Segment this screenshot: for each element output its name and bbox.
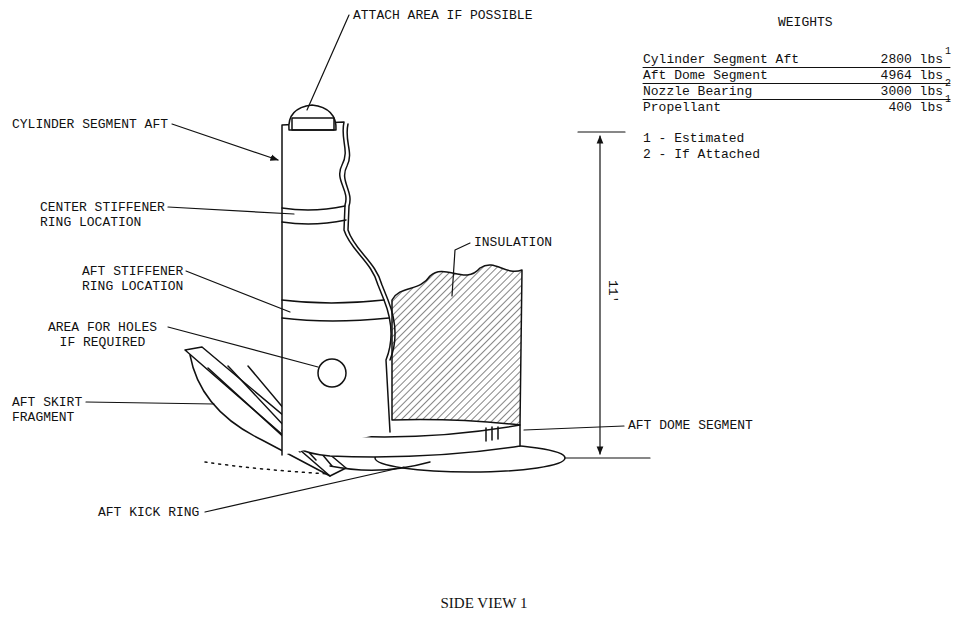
callout-label: CYLINDER SEGMENT AFT	[12, 117, 212, 132]
stiffener-ring	[282, 206, 346, 224]
cylinder-segment	[282, 122, 391, 455]
stiffener-ring	[282, 300, 389, 321]
leader-line	[307, 15, 349, 110]
callout-label: AFT SKIRT FRAGMENT	[12, 395, 102, 425]
table-cell: Aft Dome Segment	[643, 68, 843, 83]
kick-ring	[330, 462, 430, 470]
footnote-mark: 1	[945, 94, 959, 106]
table-rule	[643, 68, 950, 100]
callout-label: ATTACH AREA IF POSSIBLE	[353, 8, 573, 23]
callout-label: AFT STIFFENER RING LOCATION	[82, 264, 212, 294]
dimension-line	[599, 136, 600, 454]
hole-area	[318, 359, 346, 387]
leader-line	[205, 467, 404, 512]
table-cell: 2800 lbs	[881, 52, 943, 67]
dome-window	[486, 427, 498, 441]
table-cell: 3000 lbs	[881, 84, 943, 99]
leader-line	[186, 271, 290, 312]
ground	[205, 462, 330, 474]
footnote-mark: 2	[945, 78, 959, 90]
attach-tab	[292, 118, 334, 130]
table-cell: Cylinder Segment Aft	[643, 52, 843, 67]
attach-tab	[289, 105, 336, 130]
table-heading: WEIGHTS	[778, 15, 868, 30]
leader-line	[168, 327, 318, 367]
callout-label: CENTER STIFFENER RING LOCATION	[40, 200, 180, 230]
table-cell: Propellant	[643, 100, 843, 115]
table-cell: 4964 lbs	[881, 68, 943, 83]
footnote-mark: 1	[945, 46, 959, 58]
note: 2 - If Attached	[643, 147, 843, 162]
cylinder-edge	[345, 124, 395, 360]
leader-line	[524, 426, 624, 430]
leader-line	[86, 402, 214, 404]
callout-label: INSULATION	[474, 235, 584, 250]
table-cell: 400 lbs	[888, 100, 943, 115]
leader-line	[452, 243, 470, 296]
dimension-label: 11'	[605, 280, 620, 303]
dimension-tick	[565, 132, 650, 458]
insulation	[392, 265, 522, 425]
table-cell: Nozzle Bearing	[643, 84, 843, 99]
note: 1 - Estimated	[643, 131, 843, 146]
leader-line	[172, 124, 278, 160]
leader-line	[168, 207, 294, 214]
callout-label: AREA FOR HOLES IF REQUIRED	[40, 320, 165, 350]
callout-label: AFT KICK RING	[98, 505, 228, 520]
callout-label: AFT DOME SEGMENT	[628, 418, 778, 433]
caption: SIDE VIEW 1	[441, 594, 528, 612]
